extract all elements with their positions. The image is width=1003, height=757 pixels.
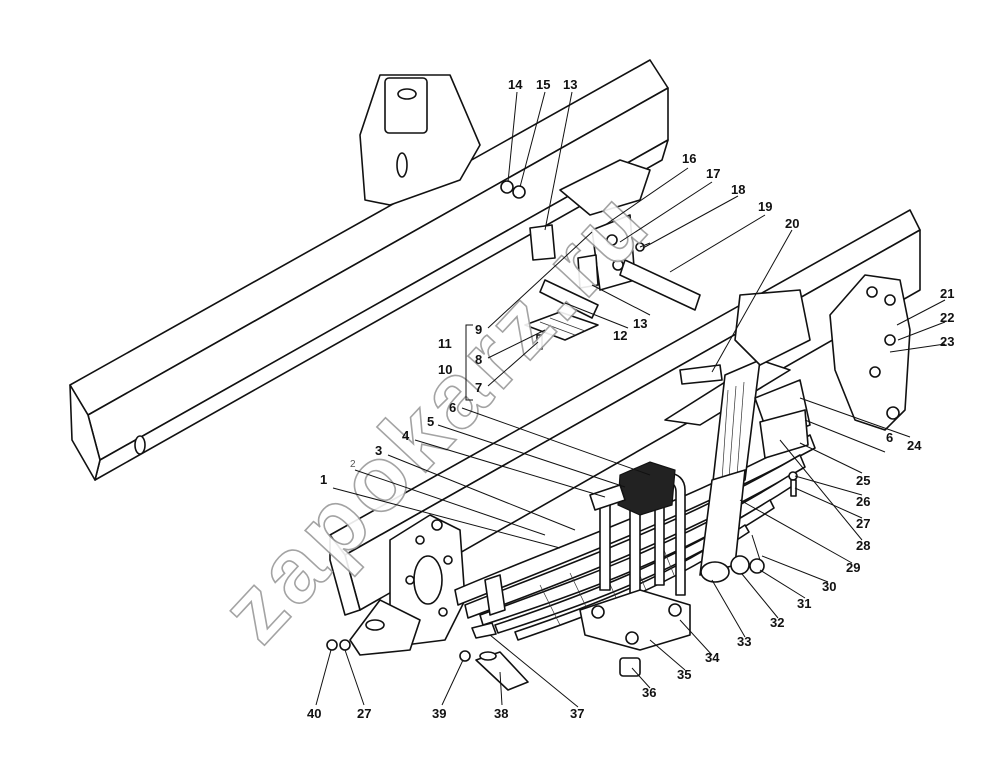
callout-19: 19: [758, 199, 772, 214]
callout-8: 8: [475, 352, 482, 367]
callout-24: 24: [907, 438, 922, 453]
callout-17: 17: [706, 166, 720, 181]
front-spring-bracket: [349, 514, 466, 656]
callout-10: 10: [438, 362, 452, 377]
callout-26: 26: [856, 494, 870, 509]
upper-bracket-parts: [500, 180, 701, 350]
callout-7: 7: [475, 380, 482, 395]
callout-3: 3: [375, 443, 382, 458]
callout-15: 15: [536, 77, 550, 92]
callout-27b: 27: [357, 706, 371, 721]
callout-11: 11: [438, 336, 452, 351]
callout-14: 14: [508, 77, 523, 92]
callout-33: 33: [737, 634, 751, 649]
callout-20: 20: [785, 216, 799, 231]
callout-29: 29: [846, 560, 860, 575]
callout-38: 38: [494, 706, 508, 721]
callout-34: 34: [705, 650, 720, 665]
leader-lines: [315, 91, 946, 708]
callout-5: 5: [427, 414, 434, 429]
upper-frame-rail: [69, 59, 669, 481]
rear-spring-bracket: [754, 274, 911, 497]
callout-25: 25: [856, 473, 870, 488]
callout-30: 30: [822, 579, 836, 594]
callout-labels: 1 3 4 5 6 10 11 7 8 9 14 15 13 16 17 18 …: [307, 77, 954, 721]
callout-6b: 6: [886, 430, 893, 445]
callout-1: 1: [320, 472, 327, 487]
shock-absorber: [679, 289, 811, 583]
callout-39: 39: [432, 706, 446, 721]
callout-36: 36: [642, 685, 656, 700]
u-bolt-assembly: [579, 461, 691, 677]
callout-28: 28: [856, 538, 870, 553]
callout-37: 37: [570, 706, 584, 721]
callout-21: 21: [940, 286, 954, 301]
callout-6a: 6: [449, 400, 456, 415]
callout-4: 4: [402, 428, 410, 443]
callout-27a: 27: [856, 516, 870, 531]
callout-13b: 13: [633, 316, 647, 331]
callout-23: 23: [940, 334, 954, 349]
callout-9: 9: [475, 322, 482, 337]
callout-22: 22: [940, 310, 954, 325]
callout-40: 40: [307, 706, 321, 721]
callout-32: 32: [770, 615, 784, 630]
callout-sub-2: 2: [350, 459, 356, 470]
callout-35: 35: [677, 667, 691, 682]
callout-16: 16: [682, 151, 696, 166]
callout-13a: 13: [563, 77, 577, 92]
callout-31: 31: [797, 596, 811, 611]
callout-12: 12: [613, 328, 627, 343]
spring-pin-parts: [326, 622, 529, 691]
callout-18: 18: [731, 182, 745, 197]
